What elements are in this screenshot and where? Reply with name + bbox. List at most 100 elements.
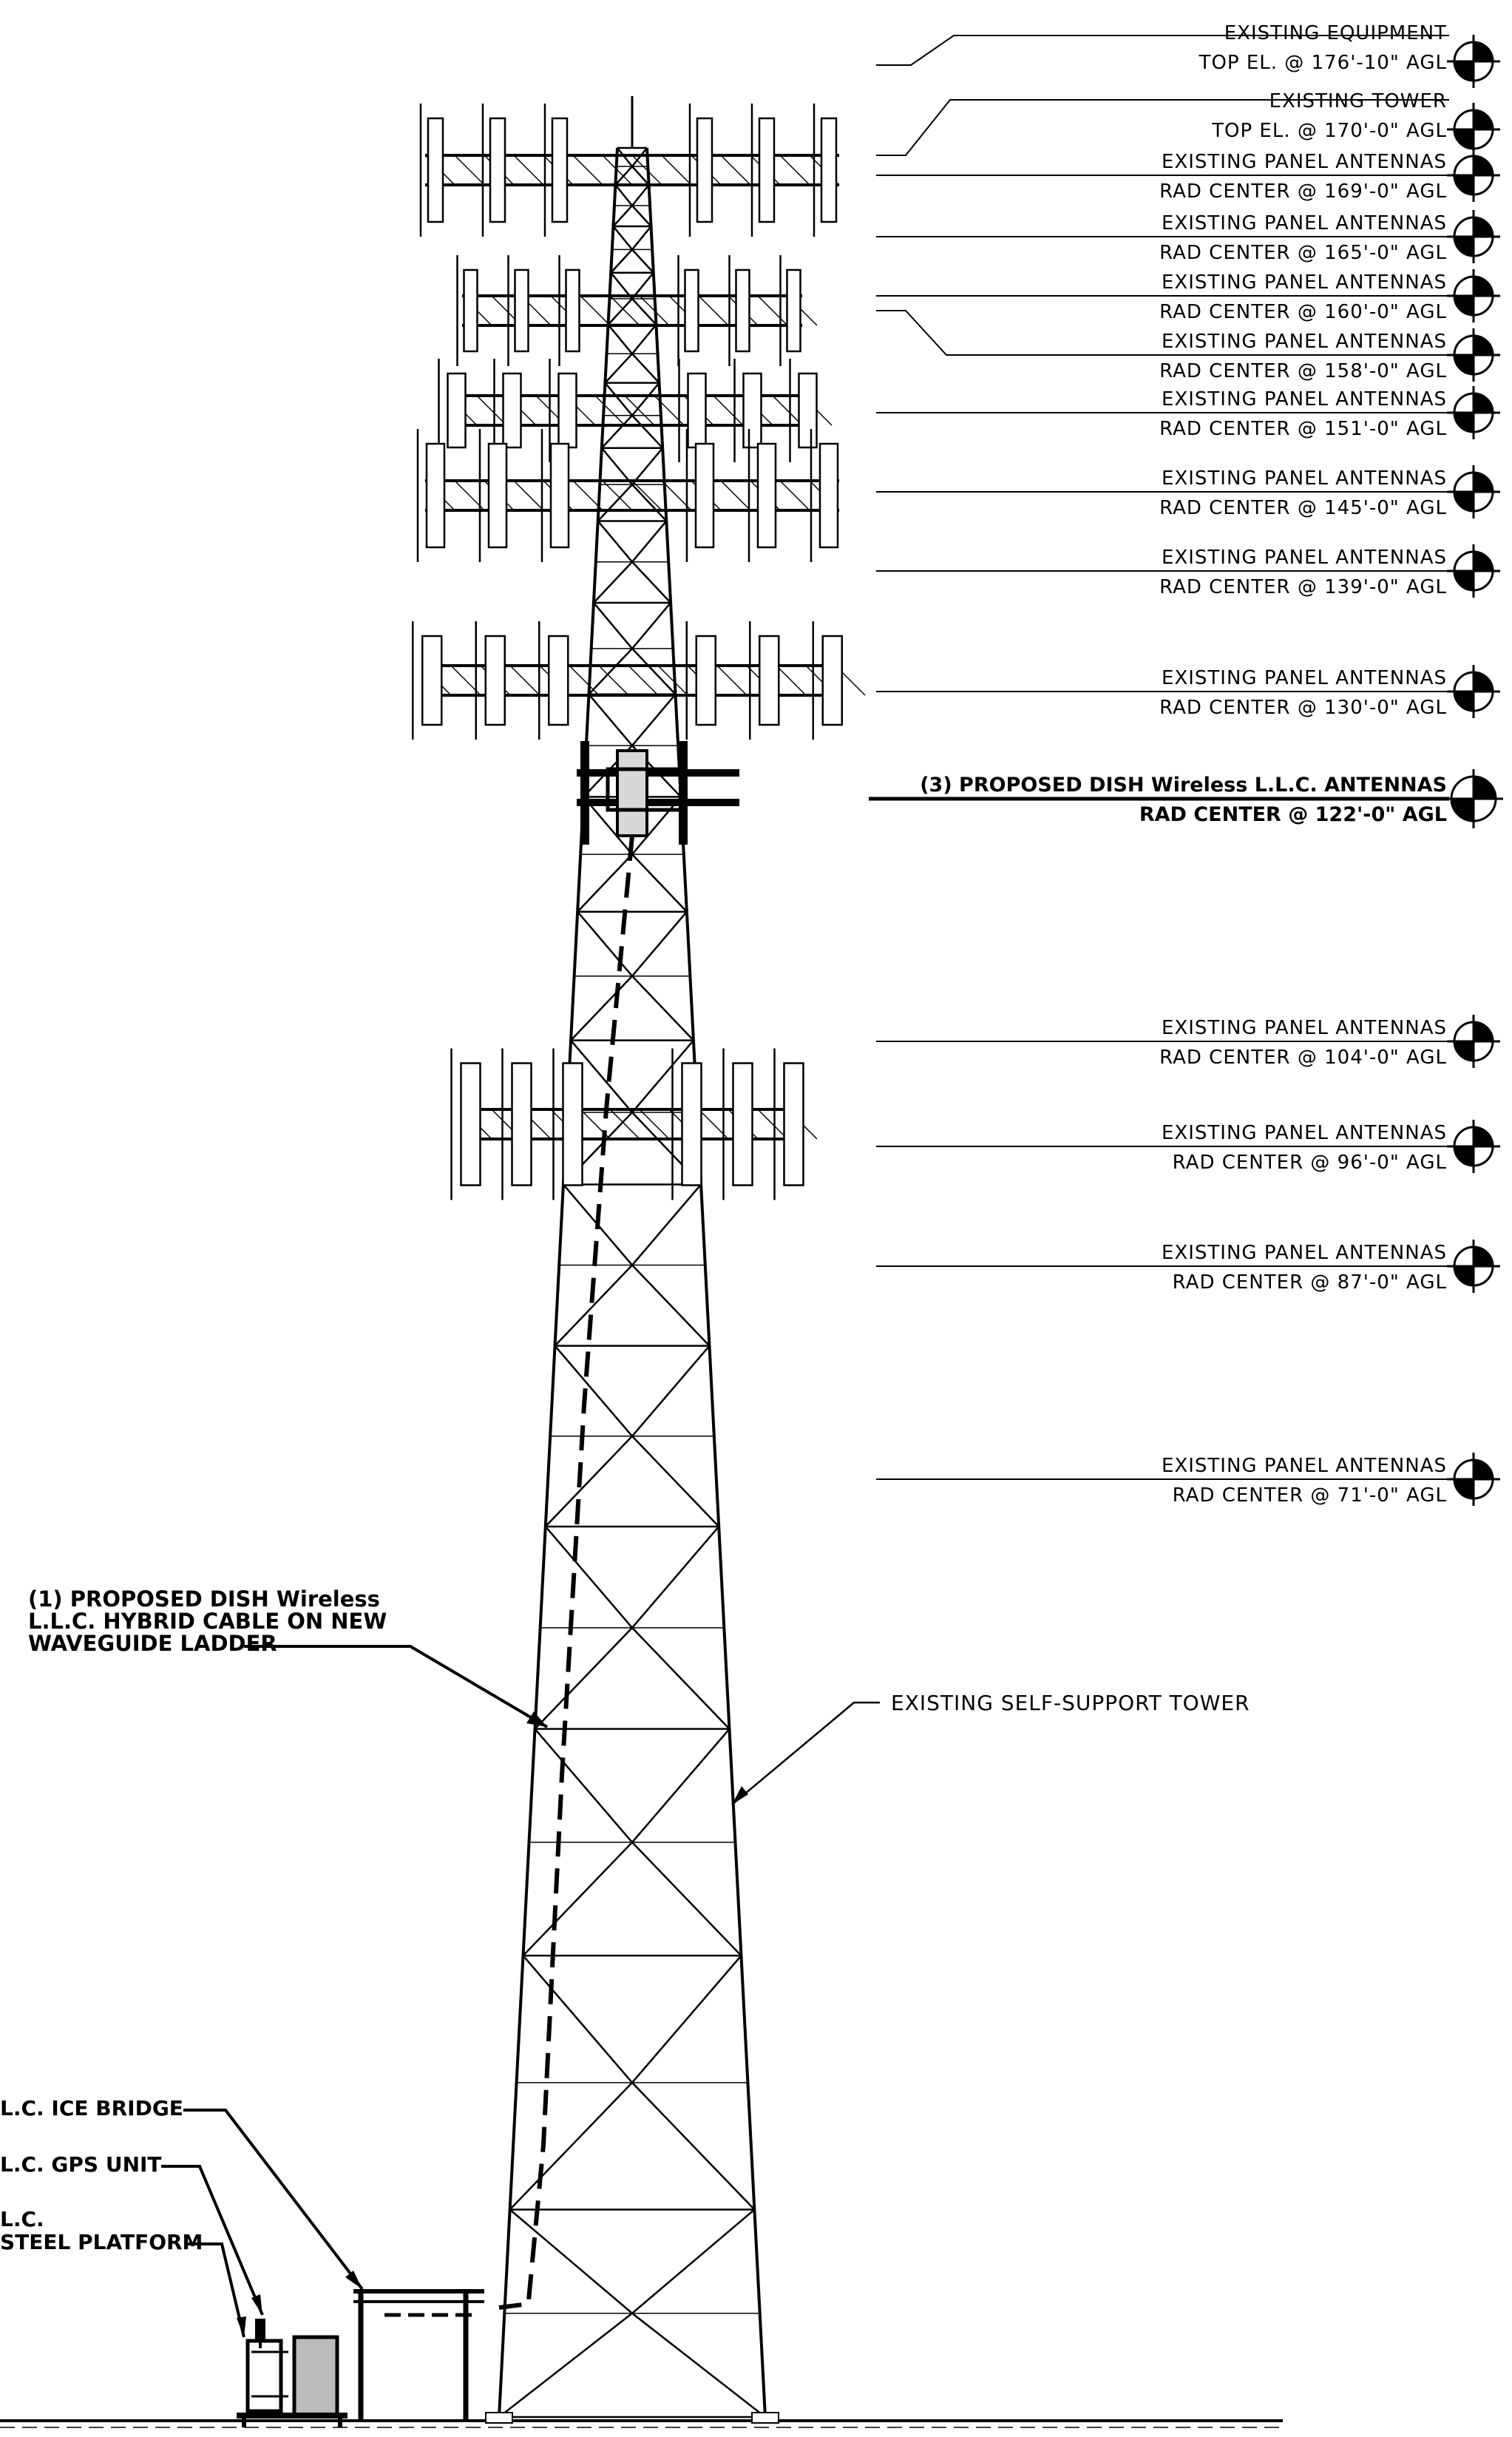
panel-antenna [759, 635, 780, 726]
antenna-mount [456, 255, 818, 366]
tower-brace [577, 910, 688, 978]
marker-quadrant [1454, 1146, 1474, 1166]
panel-antenna [786, 268, 801, 353]
tower-brace [617, 147, 648, 169]
antenna-mount [412, 621, 866, 740]
tower-base-plate [751, 2412, 779, 2424]
callout-ice-bridge-label: L.C. ICE BRIDGE [0, 2096, 183, 2120]
panel-antenna [758, 117, 776, 223]
marker-quadrant [1451, 799, 1474, 821]
marker-quadrant [1474, 393, 1493, 413]
gps-unit [255, 2319, 265, 2348]
callout-hybrid-cable-line2: L.L.C. HYBRID CABLE ON NEW [28, 1609, 387, 1634]
proposed-dish-antenna-mount [577, 741, 739, 845]
mount-truss [779, 155, 810, 186]
tower-brace [522, 1841, 742, 1957]
mount-truss [720, 480, 751, 511]
elevation-label-line2: RAD CENTER @ 104'-0" AGL [1159, 1047, 1447, 1069]
elevation-label-line1: EXISTING TOWER [1269, 90, 1447, 112]
panel-antenna [487, 442, 508, 549]
elevation-label-line1: EXISTING PANEL ANTENNAS [1162, 1122, 1447, 1144]
panel-antenna [551, 117, 569, 223]
panel-antenna [562, 1062, 583, 1186]
tower-brace [593, 560, 671, 604]
elevation-marker-icon [1447, 1240, 1500, 1293]
equipment-cabinet [245, 2335, 339, 2417]
panel-antenna [821, 635, 843, 726]
elevation-label-line1: EXISTING PANEL ANTENNAS [1162, 467, 1447, 490]
mount-truss [513, 155, 544, 186]
elevation-label: EXISTING PANEL ANTENNAS RAD CENTER @ 104'… [876, 1015, 1500, 1069]
elevation-marker-icon [1447, 103, 1500, 156]
elevation-label-line1: EXISTING PANEL ANTENNAS [1162, 1017, 1447, 1039]
mount-truss [772, 395, 803, 426]
panel-antenna [742, 372, 762, 449]
leader-line [876, 35, 1449, 66]
mount-truss [598, 665, 629, 696]
marker-quadrant [1454, 237, 1474, 256]
elevation-marker-icon [1444, 769, 1503, 828]
marker-quadrant [1474, 277, 1493, 296]
antenna-mount [438, 359, 833, 462]
mount-truss [661, 155, 692, 186]
marker-quadrant [1454, 129, 1474, 149]
callout-ice-bridge: L.C. ICE BRIDGE [0, 2096, 364, 2291]
elevation-label-line1: EXISTING PANEL ANTENNAS [1162, 547, 1447, 569]
marker-quadrant [1474, 1247, 1493, 1266]
panel-antenna [425, 442, 446, 549]
ice-bridge [353, 2289, 484, 2422]
elevation-label-line1: EXISTING PANEL ANTENNAS [1162, 151, 1447, 173]
mount-truss [720, 155, 751, 186]
tower-brace [554, 1263, 711, 1347]
elevation-label: EXISTING PANEL ANTENNAS RAD CENTER @ 145'… [876, 465, 1500, 519]
tower-brace [597, 520, 668, 564]
hybrid-cable-dashed [498, 835, 634, 2310]
mount-truss [594, 395, 626, 426]
marker-quadrant [1454, 692, 1474, 711]
marker-quadrant [1474, 42, 1493, 61]
tower-brace [588, 647, 677, 695]
tower-brace [588, 693, 677, 748]
tower-brace [607, 324, 657, 356]
elevation-label-line2: RAD CENTER @ 151'-0" AGL [1159, 418, 1447, 440]
elevation-label-line2: RAD CENTER @ 96'-0" AGL [1173, 1152, 1447, 1174]
elevation-marker-icon [1447, 1120, 1500, 1173]
tower-brace [607, 297, 657, 325]
panel-antenna [447, 372, 467, 449]
callout-hybrid-cable-line1: (1) PROPOSED DISH Wireless [28, 1586, 380, 1612]
elevation-marker-icon [1447, 465, 1500, 518]
tower-leg-left [498, 147, 619, 2418]
elevation-label-line2: RAD CENTER @ 145'-0" AGL [1159, 497, 1447, 519]
marker-quadrant [1454, 175, 1474, 195]
arrowhead-icon [345, 2271, 362, 2289]
mount-truss [639, 295, 670, 326]
mount-truss [454, 155, 485, 186]
tower-brace [563, 1111, 702, 1186]
tower-leg-right [645, 147, 767, 2418]
leader-line [876, 99, 1449, 156]
marker-quadrant [1474, 156, 1493, 175]
elevation-marker-icon [1447, 1015, 1500, 1068]
marker-quadrant [1454, 1266, 1474, 1285]
tower-brace [614, 165, 650, 186]
marker-quadrant [1454, 1479, 1474, 1498]
elevation-label-line1: EXISTING PANEL ANTENNAS [1162, 1455, 1447, 1477]
elevation-marker-icon [1447, 328, 1500, 382]
mount-truss [776, 665, 807, 696]
elevation-label-line1: EXISTING PANEL ANTENNAS [1162, 667, 1447, 689]
elevation-marker-icon [1447, 210, 1500, 263]
arrowhead-icon [251, 2294, 262, 2315]
elevation-label-line1: EXISTING PANEL ANTENNAS [1162, 388, 1447, 410]
mount-truss [602, 155, 633, 186]
tower-brace [562, 1183, 702, 1267]
callout-platform-line2: STEEL PLATFORM [0, 2230, 203, 2254]
arrowhead-icon [732, 1786, 748, 1805]
elevation-label-line1: EXISTING EQUIPMENT [1224, 22, 1447, 44]
panel-antenna [694, 442, 715, 549]
panel-antenna [818, 442, 839, 549]
mount-truss [779, 480, 810, 511]
